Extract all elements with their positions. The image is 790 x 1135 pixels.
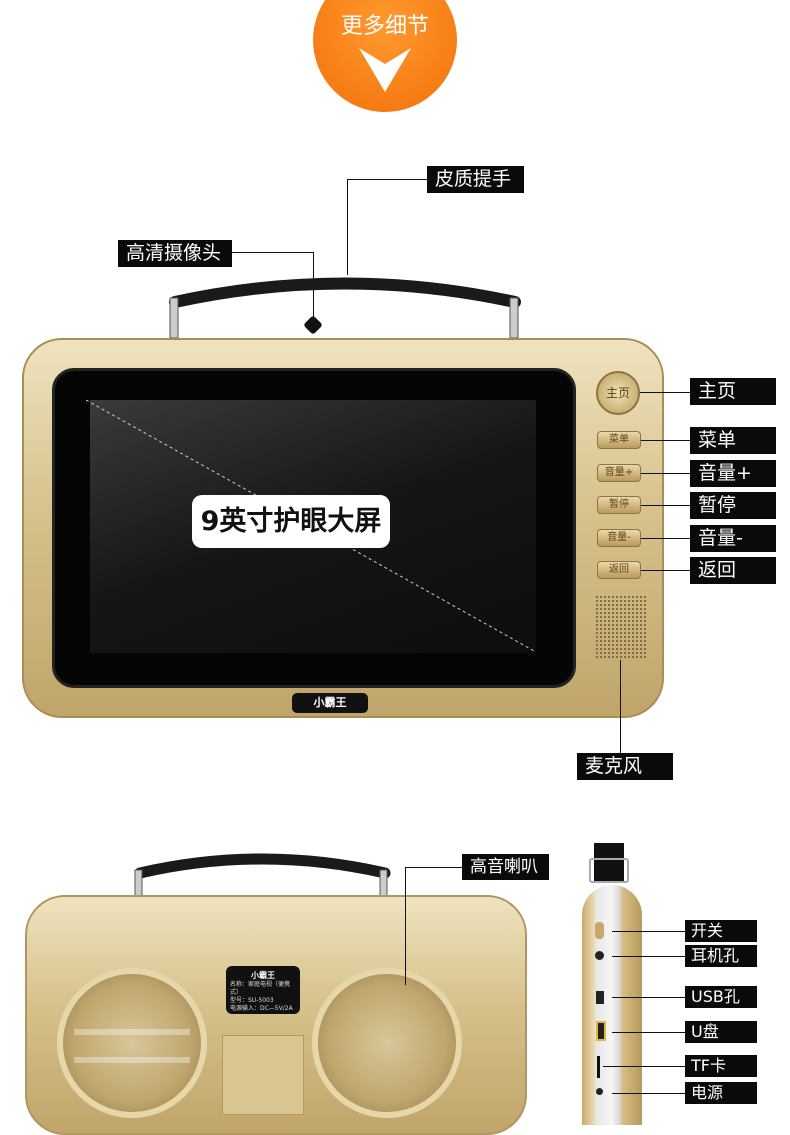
label-menu: 菜单 xyxy=(690,427,776,454)
header-title: 更多细节 xyxy=(340,14,429,39)
callout-handle: 皮质提手 xyxy=(427,166,524,193)
tf-slot-icon xyxy=(597,1056,600,1078)
side-body xyxy=(582,885,642,1125)
nameplate-brand: 小霸王 xyxy=(251,971,275,980)
label-power-switch: 开关 xyxy=(685,920,757,942)
left-speaker xyxy=(57,968,207,1118)
right-speaker xyxy=(312,968,462,1118)
home-button[interactable]: 主页 xyxy=(596,371,640,415)
screen-badge: 9英寸护眼大屏 xyxy=(192,495,390,548)
nameplate: 小霸王 名称：家庭电视（便携式） 型号：SU-5003 电源输入：DC—5V/2… xyxy=(226,966,300,1014)
brand-logo: 小霸王 xyxy=(292,693,368,713)
label-usb: USB孔 xyxy=(685,986,757,1008)
label-volume-down: 音量- xyxy=(690,525,776,552)
header-badge: 更多细节 xyxy=(313,0,457,112)
label-back: 返回 xyxy=(690,557,776,584)
microphone-grill xyxy=(595,595,646,660)
dc-port-icon xyxy=(596,1088,603,1095)
callout-camera: 高清摄像头 xyxy=(118,240,232,267)
menu-button[interactable]: 菜单 xyxy=(597,431,641,449)
label-power-input: 电源 xyxy=(685,1082,757,1104)
callout-microphone: 麦克风 xyxy=(577,753,673,780)
nameplate-power: 电源输入：DC—5V/2A xyxy=(230,1005,293,1012)
label-pause: 暂停 xyxy=(690,492,776,519)
nameplate-name: 名称：家庭电视（便携式） xyxy=(230,981,291,996)
power-switch-icon xyxy=(595,922,604,939)
back-handle xyxy=(134,853,391,897)
label-headphone: 耳机孔 xyxy=(685,945,757,967)
label-tf-card: TF卡 xyxy=(685,1055,757,1077)
volume-down-button[interactable]: 音量- xyxy=(597,529,641,547)
usb-port-icon xyxy=(596,1021,606,1041)
chevron-down-icon xyxy=(359,48,411,92)
back-button[interactable]: 返回 xyxy=(597,561,641,579)
callout-speaker: 高音喇叭 xyxy=(462,854,549,880)
handle xyxy=(169,277,521,339)
label-u-disk: U盘 xyxy=(685,1021,757,1043)
mini-usb-port-icon xyxy=(596,991,604,1004)
pause-button[interactable]: 暂停 xyxy=(597,496,641,514)
volume-up-button[interactable]: 音量+ xyxy=(597,464,641,482)
headphone-jack-icon xyxy=(595,951,604,960)
nameplate-model: 型号：SU-5003 xyxy=(230,997,274,1004)
label-home: 主页 xyxy=(690,378,776,405)
label-volume-up: 音量+ xyxy=(690,460,776,487)
